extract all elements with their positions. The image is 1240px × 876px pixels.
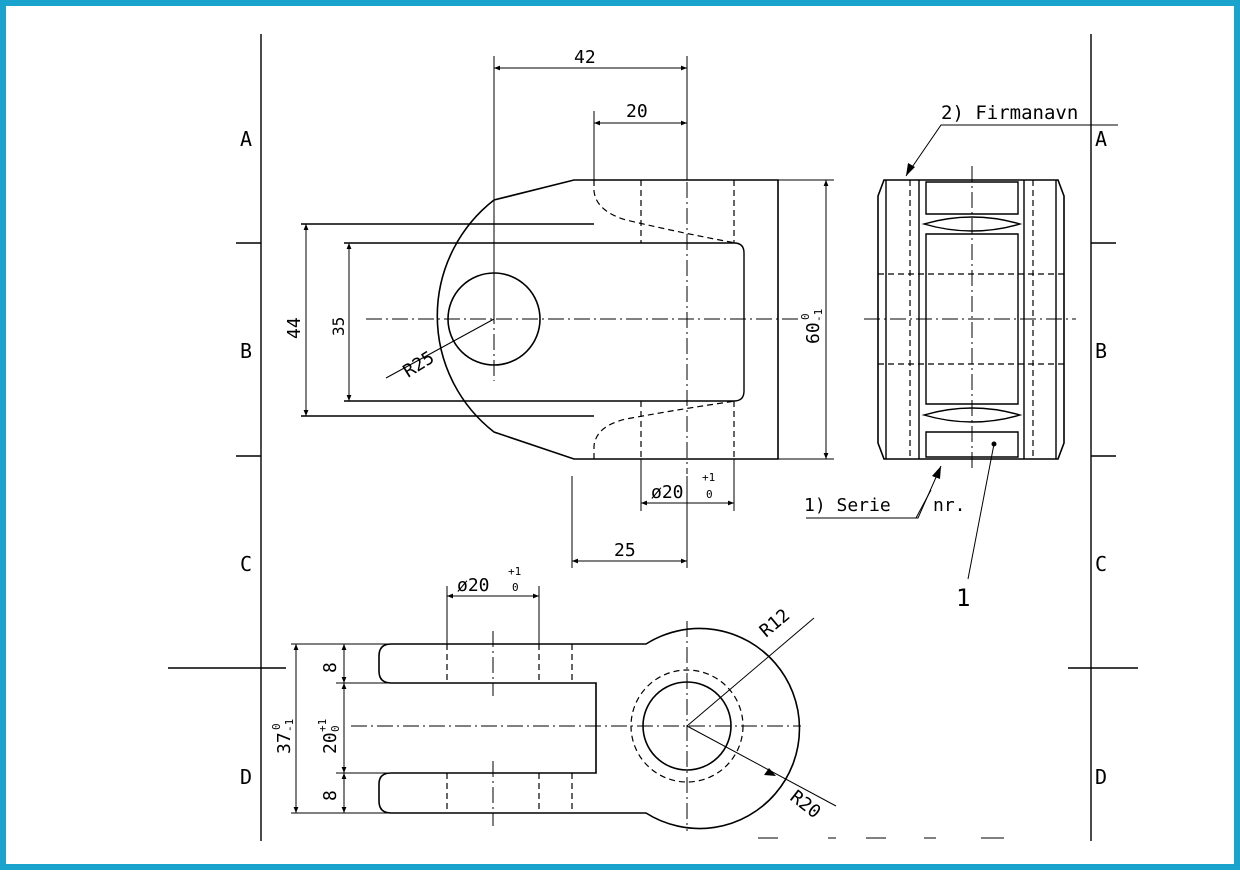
dim-hole-front-tol-upper: +1: [702, 471, 715, 484]
radius-label-r12: R12: [756, 605, 794, 642]
dim-60-tol-lower: -1: [812, 309, 825, 322]
dim-hole-top: ø20: [457, 575, 490, 596]
radius-label-r20: R20: [786, 786, 825, 823]
dim-gap: 20: [320, 732, 341, 754]
front-view: R25 42 20 44 35 60 0 -1 ø20 +1 0: [284, 47, 834, 568]
item-number-1: 1: [956, 584, 970, 612]
zone-letters-right: A B C D: [1095, 127, 1107, 789]
top-view: R12 R20 ø20 +1 0 8 8 37 0 -1 20: [270, 565, 837, 831]
dim-total: 37: [274, 732, 295, 754]
zone-label-b-right: B: [1095, 339, 1107, 363]
dim-60-tol-upper: 0: [799, 313, 812, 320]
zone-label-a-right: A: [1095, 127, 1107, 151]
zone-label-b-left: B: [240, 339, 252, 363]
dim-20: 20: [626, 101, 648, 122]
dim-hole-front-tol-lower: 0: [706, 488, 713, 501]
dim-gap-tol-lower: 0: [329, 725, 342, 732]
zone-label-d-left: D: [240, 765, 252, 789]
dim-25: 25: [614, 540, 636, 561]
callout-company-name: 2) Firmanavn: [941, 102, 1078, 124]
dim-gap-tol-upper: +1: [316, 719, 329, 732]
dim-lug-top: 8: [320, 662, 341, 673]
dim-lug-bottom: 8: [320, 790, 341, 801]
front-view-outline: [436, 179, 779, 460]
zone-label-d-right: D: [1095, 765, 1107, 789]
dim-44: 44: [284, 317, 305, 339]
technical-drawing: A B C D A B C D R25: [168, 34, 1138, 841]
dim-60: 60: [803, 322, 824, 344]
callout-serial-part2: nr.: [933, 495, 966, 516]
dim-42: 42: [574, 47, 596, 68]
front-view-slot: [344, 242, 745, 402]
callout-serial-part1: 1) Serie: [804, 495, 891, 516]
dim-hole-front: ø20: [651, 482, 684, 503]
zone-letters-left: A B C D: [240, 127, 252, 789]
zone-border-left: [168, 34, 286, 841]
zone-label-a-left: A: [240, 127, 252, 151]
side-view: 2) Firmanavn 1) Serie nr. 1: [804, 102, 1118, 612]
dim-total-tol-lower: -1: [283, 719, 296, 732]
dim-hole-top-tol-lower: 0: [512, 581, 519, 594]
zone-border-right: [1068, 34, 1138, 841]
zone-label-c-right: C: [1095, 552, 1107, 576]
zone-label-c-left: C: [240, 552, 252, 576]
dim-hole-top-tol-upper: +1: [508, 565, 521, 578]
dim-35: 35: [329, 317, 348, 336]
dim-total-tol-upper: 0: [270, 723, 283, 730]
